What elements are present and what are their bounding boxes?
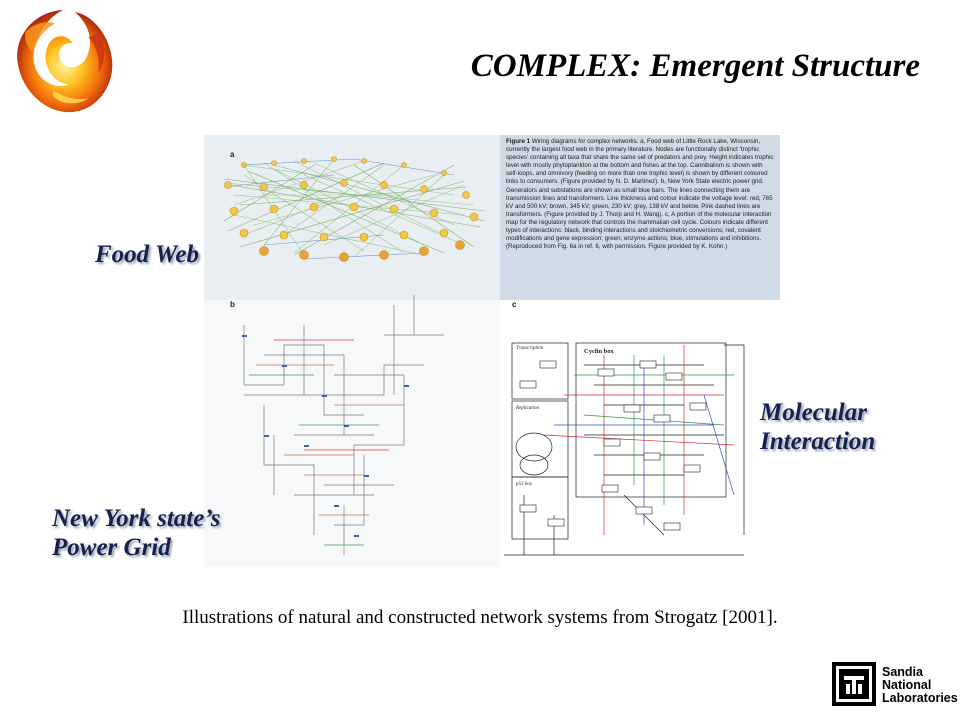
molecular-label-line1: Molecular [760,399,867,426]
molecular-interaction-label: Molecular Interaction [760,398,875,456]
sandia-line3: Laboratories [882,691,958,705]
panel-b-label: b [230,300,235,309]
figure-caption-text: Wiring diagrams for complex networks. a,… [506,138,774,251]
slide-title: COMPLEX: Emergent Structure [470,48,920,84]
panel-a-label: a [230,150,235,159]
power-grid-label-line1: New York state’s [52,505,221,532]
power-grid-label-line2: Power Grid [52,534,171,561]
sandia-line2: National [882,678,932,692]
sandia-logo: Sandia National Laboratories [832,662,958,710]
replication-label: Replication [515,406,540,411]
food-web-label: Food Web [95,241,199,268]
panel-c-label: c [512,300,517,309]
sandia-line1: Sandia [882,665,923,679]
power-grid-label: New York state’s Power Grid [52,504,221,562]
transcription-label: Transcription [516,346,544,351]
power-grid-substations [242,335,409,537]
figure-caption: Figure 1 Wiring diagrams for complex net… [500,135,780,300]
figure-caption-heading: Figure 1 [506,138,531,145]
slide-caption: Illustrations of natural and constructed… [182,607,778,628]
network-figure: a b c [204,135,780,567]
p53-box-label: p53 box [515,482,533,487]
thunderbird-icon [832,662,876,706]
power-grid-network [243,295,444,555]
molecular-label-line2: Interaction [760,428,876,455]
molecular-nodes [519,360,707,531]
network-figure-graphics: a b c [204,135,780,567]
cyclin-box-label: Cyclin box [584,348,615,355]
food-web-nodes [224,156,479,262]
phoenix-logo [17,9,113,113]
